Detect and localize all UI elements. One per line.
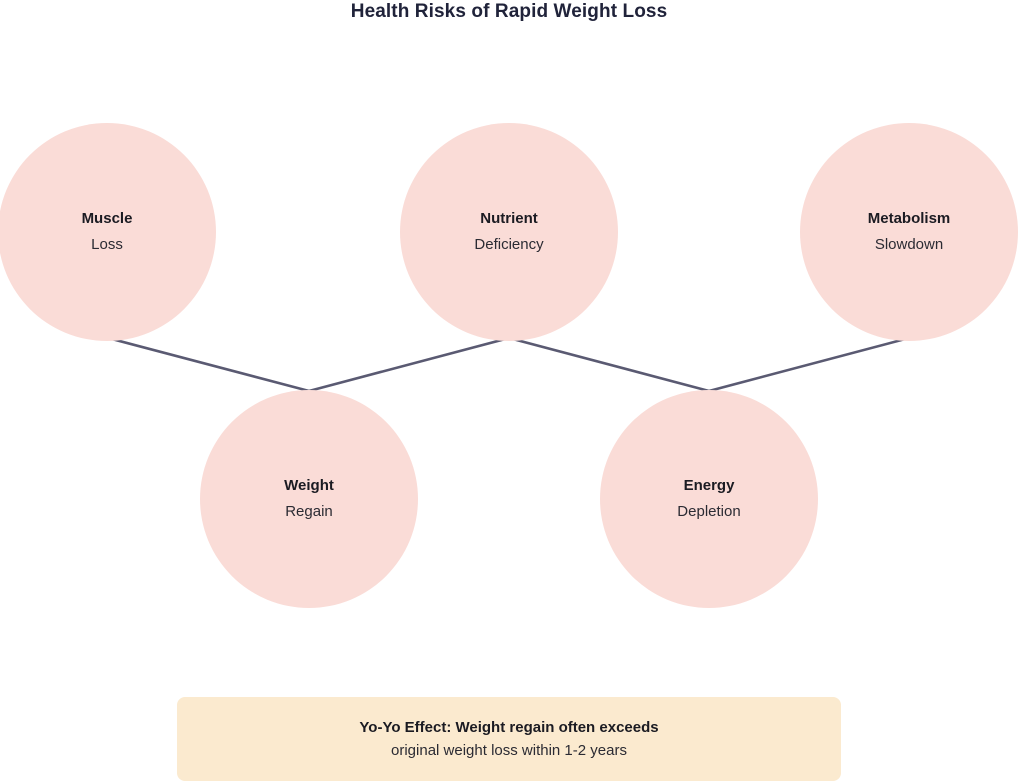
node-weight-regain[interactable]: Weight Regain — [200, 390, 418, 608]
node-muscle-loss-subtitle: Loss — [91, 235, 123, 253]
node-energy-depletion-title: Energy — [683, 476, 735, 494]
node-nutrient-deficiency-title: Nutrient — [480, 209, 538, 227]
node-muscle-loss[interactable]: Muscle Loss — [0, 123, 216, 341]
page-title: Health Risks of Rapid Weight Loss — [350, 1, 668, 22]
node-metabolism-slowdown-title: Metabolism — [867, 209, 951, 227]
node-metabolism-slowdown[interactable]: Metabolism Slowdown — [800, 123, 1018, 341]
node-weight-regain-subtitle: Regain — [285, 502, 333, 520]
yo-yo-effect-callout-headline: Yo-Yo Effect: Weight regain often exceed… — [359, 719, 659, 736]
node-nutrient-deficiency[interactable]: Nutrient Deficiency — [400, 123, 618, 341]
yo-yo-effect-callout: Yo-Yo Effect: Weight regain often exceed… — [177, 697, 841, 781]
connector-nutrient-energy-metabolism — [507, 336, 911, 393]
node-metabolism-slowdown-subtitle: Slowdown — [874, 235, 944, 253]
node-weight-regain-title: Weight — [284, 476, 334, 494]
connector-muscle-weight-nutrient — [106, 336, 511, 393]
node-energy-depletion-subtitle: Depletion — [677, 502, 741, 520]
yo-yo-effect-callout-detail: original weight loss within 1-2 years — [391, 742, 627, 759]
node-nutrient-deficiency-subtitle: Deficiency — [474, 235, 544, 253]
node-energy-depletion[interactable]: Energy Depletion — [600, 390, 818, 608]
node-muscle-loss-title: Muscle — [81, 209, 133, 227]
